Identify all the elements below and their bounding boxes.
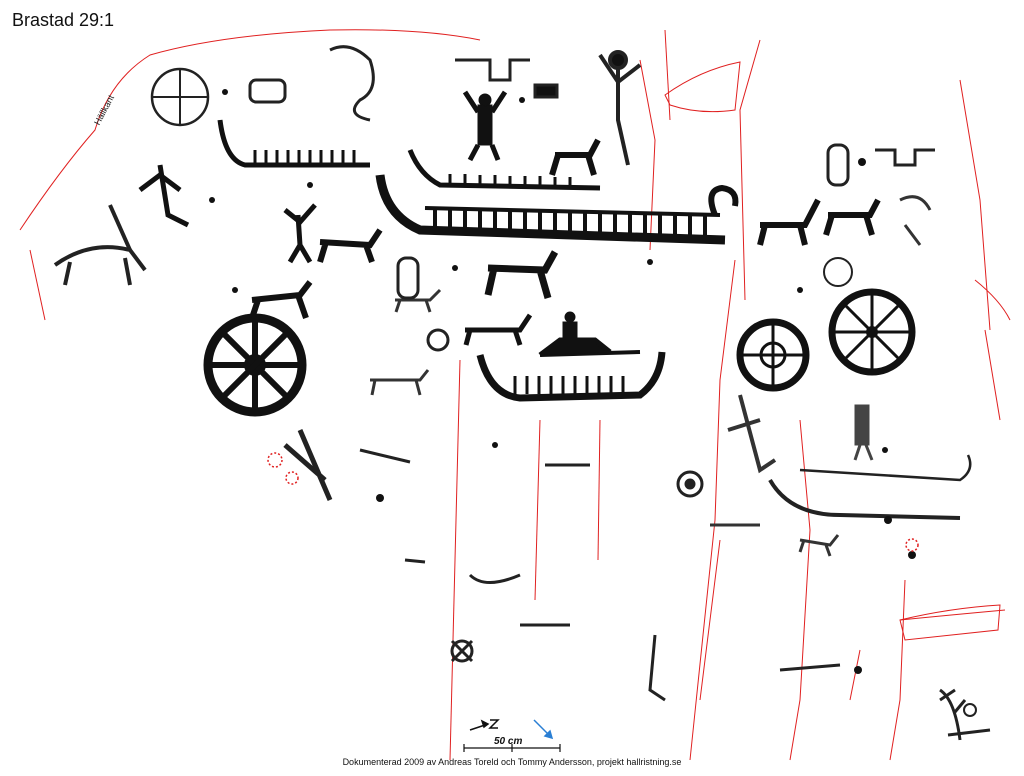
animal-horse-7	[463, 313, 533, 346]
animal-deer-left	[53, 204, 147, 286]
red-patch-right	[899, 604, 1001, 641]
meander-symbols	[248, 45, 935, 300]
ship-upper-left	[217, 119, 370, 168]
human-figure-large-top	[462, 90, 508, 162]
animal-horse-4	[549, 138, 601, 176]
ship-right-lower	[768, 454, 972, 520]
animal-horse-6	[823, 198, 881, 236]
human-figure-right-middle	[853, 404, 874, 461]
animal-horse-3	[484, 250, 559, 299]
wheel-right-large	[828, 288, 916, 376]
wheel-middle-right	[736, 318, 810, 392]
lower-fragments	[359, 448, 991, 741]
rock-edges	[19, 29, 1011, 761]
animal-small-group	[370, 195, 932, 557]
ship-large	[375, 149, 739, 245]
animal-horse-1	[249, 280, 313, 319]
scale-label: 50 cm	[494, 736, 523, 747]
human-figure-right-top	[598, 50, 642, 166]
human-figure-rider	[562, 311, 578, 345]
small-circles	[426, 257, 977, 717]
human-figure-left	[138, 164, 190, 228]
direction-arrow-blue	[533, 719, 554, 740]
human-figure-centre	[283, 203, 317, 264]
ship-lower-middle	[476, 337, 666, 402]
animal-horse-2	[317, 228, 383, 263]
page-title: Brastad 29:1	[12, 10, 115, 30]
red-patch-top	[664, 61, 741, 113]
credit-line: Dokumenterad 2009 av Andreas Toreld och …	[342, 757, 682, 767]
wheel-top-left	[150, 67, 210, 127]
human-figure-bottom-left	[283, 429, 333, 501]
human-figure-standing	[727, 394, 777, 474]
wheel-left	[203, 313, 307, 417]
scale-bar	[463, 744, 561, 752]
cup-marks	[209, 89, 916, 674]
red-dotted-blobs	[267, 452, 919, 552]
animal-horse-5	[757, 198, 821, 246]
north-arrow	[469, 719, 500, 731]
